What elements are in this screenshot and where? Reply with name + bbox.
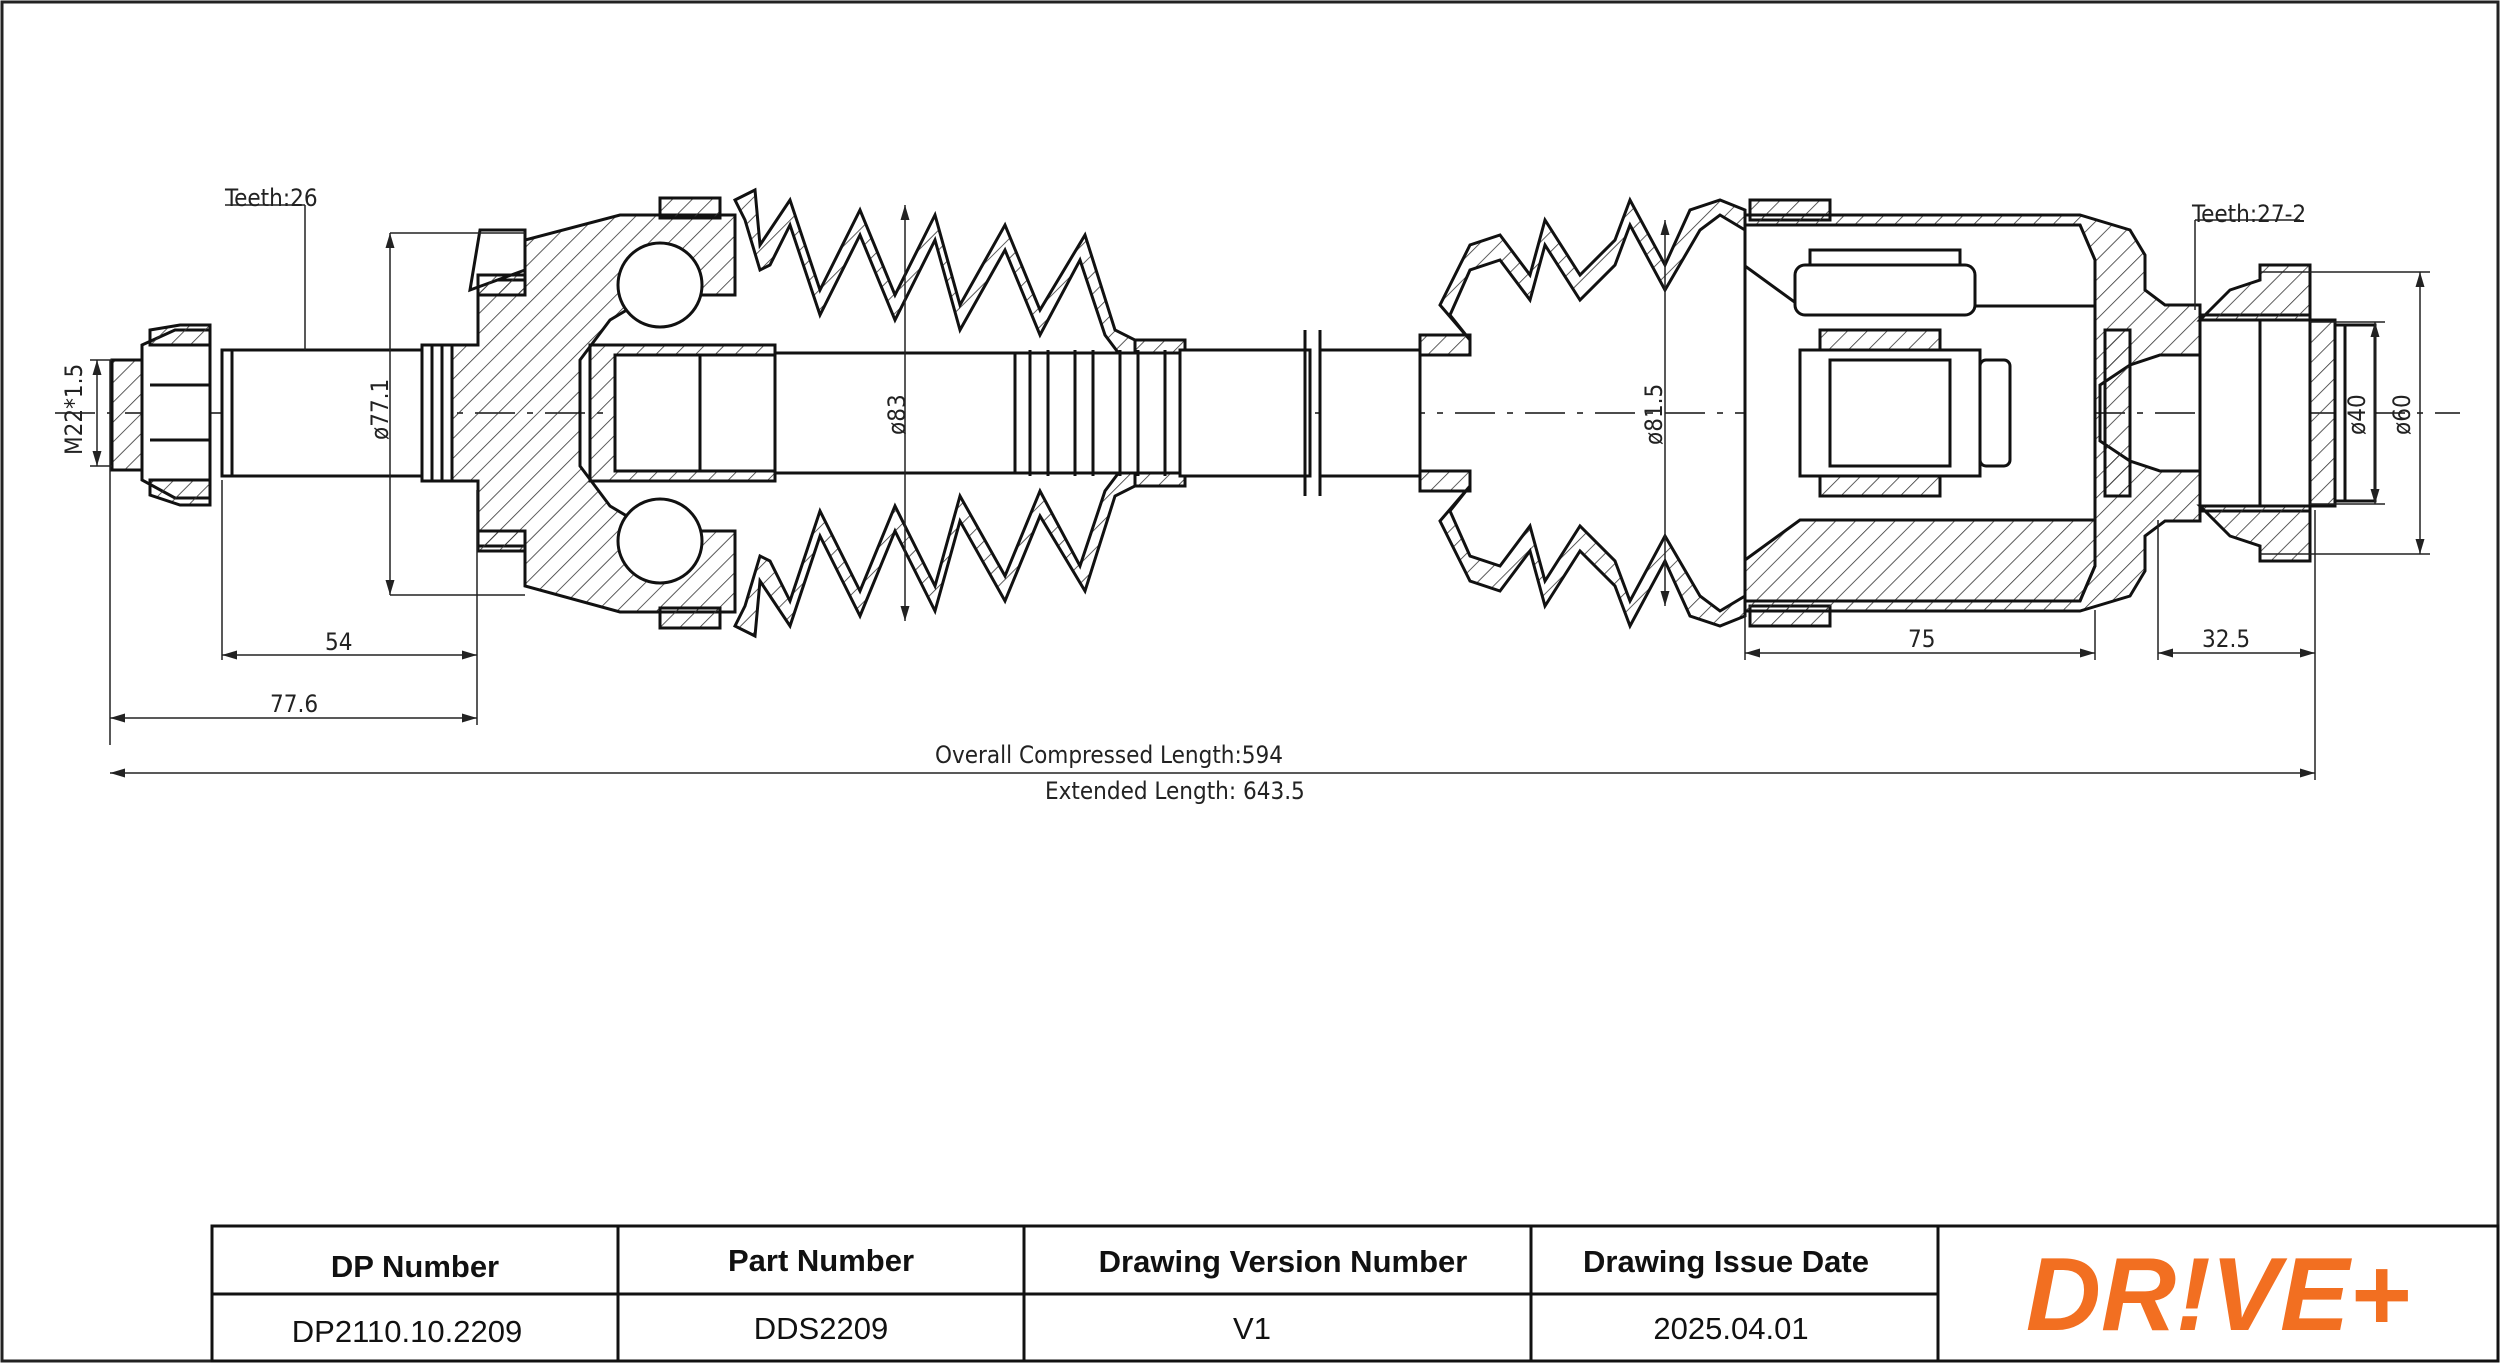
axle-nut — [110, 323, 212, 507]
overall-length-label: Overall Compressed Length:594 — [935, 741, 1283, 769]
header-drawing-version: Drawing Version Number — [1099, 1244, 1468, 1279]
inner-tripod-joint — [1743, 213, 2202, 613]
length-75-label: 75 — [1908, 625, 1935, 653]
drive-plus-logo: DR!VE+ — [2026, 1237, 2410, 1353]
dia-60-label: ø60 — [2388, 394, 2416, 435]
outer-cv-joint — [450, 213, 777, 614]
length-32-5-label: 32.5 — [2202, 625, 2250, 653]
thread-label: M22*1.5 — [60, 364, 88, 455]
title-block: DP Number Part Number Drawing Version Nu… — [210, 1224, 2500, 1363]
teeth-right-label: Teeth:27-2 — [2191, 200, 2306, 228]
outer-stub-shaft — [220, 343, 454, 483]
value-issue-date: 2025.04.01 — [1653, 1311, 1808, 1346]
dia-81-5-label: ø81.5 — [1640, 384, 1668, 445]
header-issue-date: Drawing Issue Date — [1583, 1244, 1869, 1279]
value-drawing-version: V1 — [1233, 1311, 1271, 1346]
extended-length-label: Extended Length: 643.5 — [1045, 777, 1305, 805]
dimension-labels: Teeth:26 Teeth:27-2 M22*1.5 ø77.1 ø83 ø8… — [60, 184, 2416, 805]
dia-83-label: ø83 — [883, 394, 911, 435]
inner-stub-shaft — [2196, 263, 2377, 563]
dia-77-1-label: ø77.1 — [366, 379, 394, 440]
header-dp-number: DP Number — [331, 1249, 499, 1284]
dimension-lines — [90, 204, 2430, 780]
value-dp-number: DP2110.10.2209 — [292, 1314, 522, 1349]
length-54-label: 54 — [325, 628, 352, 656]
length-77-6-label: 77.6 — [270, 690, 318, 718]
header-part-number: Part Number — [728, 1243, 914, 1278]
teeth-left-label: Teeth:26 — [224, 184, 318, 212]
intermediate-shaft — [773, 330, 1422, 496]
value-part-number: DDS2209 — [754, 1311, 888, 1346]
dia-40-label: ø40 — [2343, 394, 2371, 435]
shaft-geometry — [55, 187, 2460, 639]
